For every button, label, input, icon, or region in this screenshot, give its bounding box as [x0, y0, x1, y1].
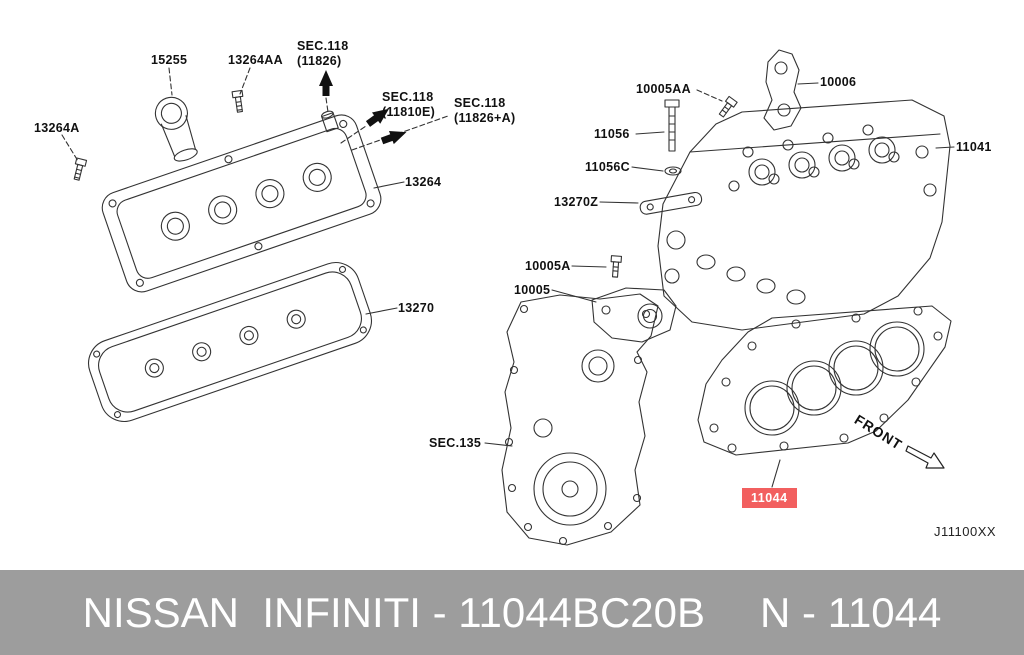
- engine-slinger-10005: [591, 287, 677, 343]
- callout-15255[interactable]: 15255: [151, 53, 188, 67]
- bolt-11056: [664, 99, 680, 152]
- callout-line: (11826+A): [454, 111, 516, 125]
- sec118-arrow-up: [319, 70, 333, 96]
- callout-13264aa[interactable]: 13264AA: [228, 53, 283, 67]
- callout-10006[interactable]: 10006: [820, 75, 857, 89]
- banner-brand-part: NISSAN INFINITI - 11044BC20B: [82, 588, 706, 636]
- breather-tube: [321, 110, 339, 133]
- head-gasket: [697, 305, 952, 456]
- bracket-10006: [763, 49, 802, 131]
- sec118-arrow-ne-2: [380, 131, 407, 145]
- leader-lines: [61, 67, 955, 488]
- washer-11056C: [664, 166, 682, 176]
- bolt-13264AA: [231, 89, 244, 113]
- callout-sec118-11810e[interactable]: SEC.118 (11810E): [382, 90, 435, 120]
- callout-line: SEC.118: [297, 39, 349, 53]
- callout-13264[interactable]: 13264: [405, 175, 442, 189]
- callout-11056[interactable]: 11056: [594, 127, 630, 141]
- section-arrows: [319, 70, 407, 145]
- callout-10005[interactable]: 10005: [514, 283, 551, 297]
- front-arrow: [905, 445, 945, 469]
- sec118-arrow-ne-1: [365, 108, 390, 127]
- callout-13270z[interactable]: 13270Z: [554, 195, 599, 209]
- gasket-13270Z: [639, 191, 703, 215]
- callout-line: SEC.118: [454, 96, 506, 110]
- timing-chain-cover: [501, 293, 659, 546]
- valve-cover-gasket: [88, 262, 372, 422]
- callout-sec118-11826[interactable]: SEC.118 (11826): [297, 39, 348, 69]
- callout-line: (11826): [297, 54, 342, 68]
- callout-line: SEC.118: [382, 90, 434, 104]
- oil-filler-cap: [154, 96, 198, 162]
- diagram-svg: [61, 49, 955, 546]
- callout-10005aa[interactable]: 10005AA: [636, 82, 691, 96]
- callout-10005a[interactable]: 10005A: [525, 259, 571, 273]
- highlighted-callout-11044[interactable]: 11044: [742, 488, 797, 508]
- diagram-code: J11100XX: [934, 524, 997, 539]
- callout-line: (11810E): [382, 105, 436, 119]
- banner-ref: N - 11044: [760, 588, 942, 636]
- callout-11056c[interactable]: 11056C: [585, 160, 630, 174]
- callout-11041[interactable]: 11041: [956, 140, 992, 154]
- callout-13264a[interactable]: 13264A: [34, 121, 80, 135]
- footer-banner: NISSAN INFINITI - 11044BC20B N - 11044: [0, 570, 1024, 655]
- bolt-13264A: [73, 157, 88, 181]
- callout-sec135[interactable]: SEC.135: [429, 436, 482, 450]
- bolt-10005A: [610, 255, 623, 278]
- cylinder-head: [657, 99, 951, 331]
- callout-13270[interactable]: 13270: [398, 301, 435, 315]
- valve-cover: [101, 96, 382, 293]
- callout-sec118-11826a[interactable]: SEC.118 (11826+A): [454, 96, 515, 126]
- bolt-10005AA: [718, 95, 738, 118]
